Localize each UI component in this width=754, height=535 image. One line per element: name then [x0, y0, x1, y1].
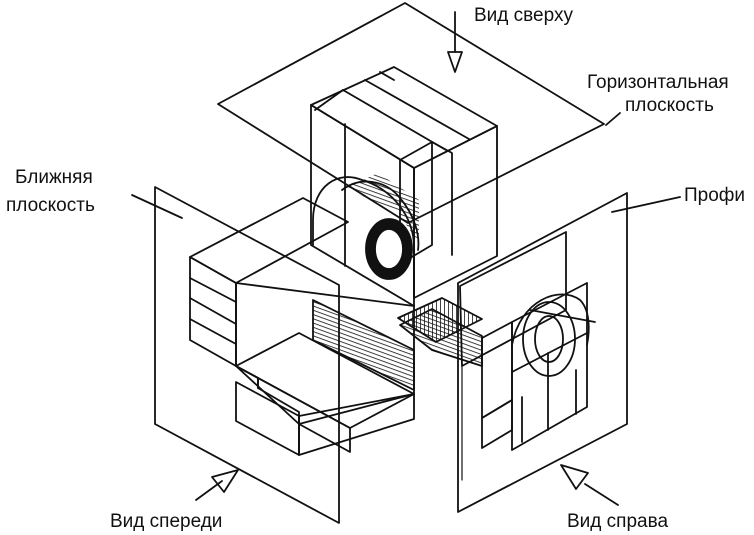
profile-leader — [611, 196, 681, 213]
right-view-arrow-shaft — [584, 483, 619, 506]
near-plane-leader — [131, 194, 183, 219]
top-view-label: Вид сверху — [474, 5, 573, 26]
horizontal-plane-leader — [605, 112, 621, 126]
horizontal-plane — [217, 2, 605, 224]
profile-label: Профи — [684, 185, 746, 206]
near-plane — [154, 186, 340, 524]
base-front-slab — [235, 332, 415, 456]
horizontal-plane-label-line2: плоскость — [625, 95, 714, 116]
front-view-label: Вид спереди — [110, 511, 223, 532]
front-boss — [312, 173, 420, 299]
hatched-base-face — [312, 299, 415, 391]
near-plane-label-line2: плоскость — [6, 195, 95, 216]
horizontal-plane-label-line1: Горизонтальная — [587, 72, 729, 93]
front-view-arrow-head — [211, 469, 239, 493]
right-view-label: Вид справа — [567, 511, 669, 532]
right-hole-inner — [534, 315, 564, 363]
profile-plane — [457, 192, 628, 513]
top-view-arrow-head — [447, 51, 463, 73]
near-plane-label-line1: Ближняя — [15, 167, 93, 188]
right-hole-outer — [522, 301, 576, 377]
right-view-arrow-head — [560, 464, 589, 490]
right-boss — [511, 293, 596, 377]
